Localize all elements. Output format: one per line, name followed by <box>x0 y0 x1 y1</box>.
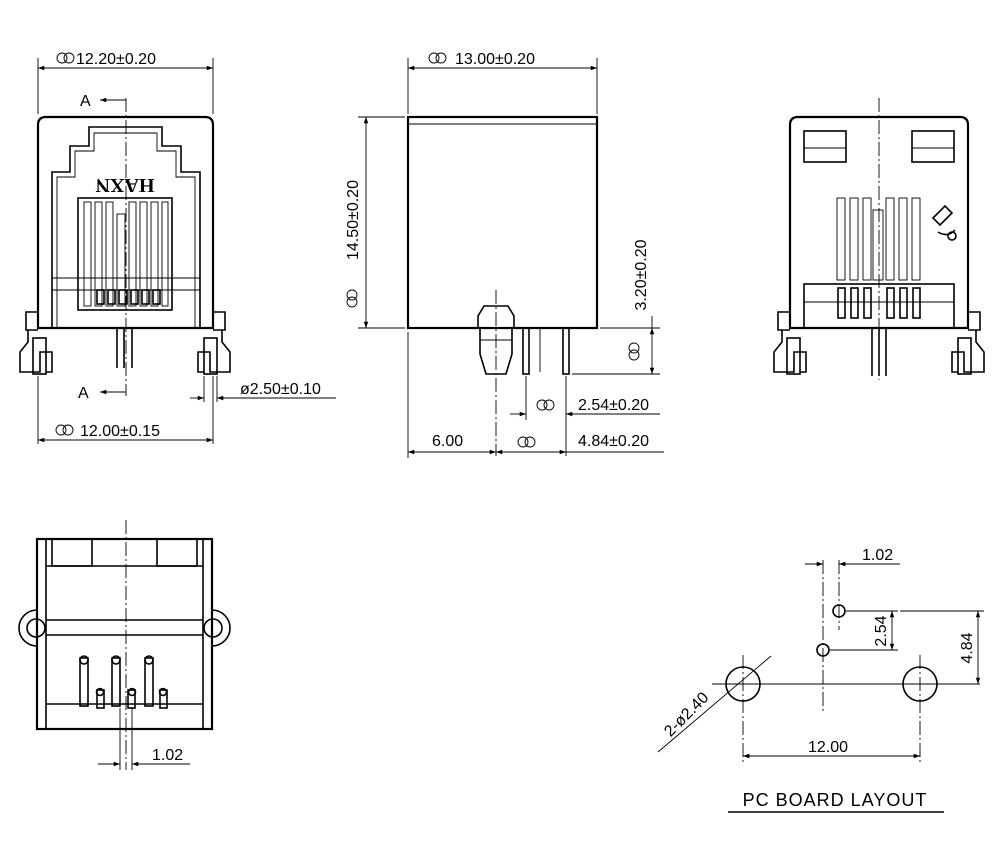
qc-symbol-icon <box>536 399 555 411</box>
back-view <box>773 98 985 380</box>
qc-symbol-icon <box>517 436 536 448</box>
pcb-layout-title: PC BOARD LAYOUT <box>743 790 928 810</box>
peg-offset: 6.00 <box>432 433 463 450</box>
qc-symbol-icon <box>55 424 74 436</box>
bottom-view: 1.02 <box>18 520 231 770</box>
pcb-hole-span: 12.00 <box>808 739 848 756</box>
front-view: HAXN A A 12.20±0.20 12.00±0.15 <box>19 51 336 444</box>
peg-diameter: ø2.50±0.10 <box>240 381 321 398</box>
side-height: 14.50±0.20 <box>345 180 362 260</box>
brand-mark: HAXN <box>95 174 154 196</box>
side-pitch: 2.54±0.20 <box>578 397 649 414</box>
pcb-row-y: 4.84 <box>959 632 976 663</box>
pin-length: 3.20±0.20 <box>633 239 650 310</box>
qc-symbol-icon <box>346 289 358 308</box>
qc-symbol-icon <box>428 52 447 64</box>
pcb-pitch-y: 2.54 <box>873 615 890 646</box>
front-width-top: 12.20±0.20 <box>76 51 156 68</box>
pcb-hole-diameter: 2-ø2.40 <box>661 689 712 740</box>
qc-symbol-icon <box>56 52 75 64</box>
pcb-layout-view: 1.02 2.54 4.84 12.00 2-ø2.40 PC BOARD LA… <box>657 547 984 813</box>
bottom-pitch: 1.02 <box>152 747 183 764</box>
section-label-top: A <box>80 93 91 110</box>
side-view: 13.00±0.20 14.50±0.20 3.20±0.20 2.54±0.2… <box>345 51 664 458</box>
row-offset: 4.84±0.20 <box>578 433 649 450</box>
front-width-bottom: 12.00±0.15 <box>80 423 160 440</box>
qc-symbol-icon <box>628 342 640 361</box>
section-label-bottom: A <box>78 385 89 402</box>
ul-mark-icon <box>931 204 957 241</box>
pcb-pitch-x: 1.02 <box>862 547 893 564</box>
side-depth: 13.00±0.20 <box>455 51 535 68</box>
